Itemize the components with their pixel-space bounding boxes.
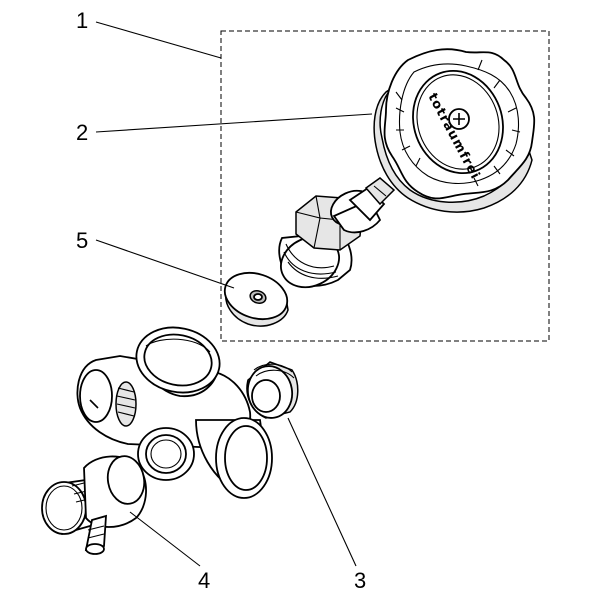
callout-number-2: 2: [76, 120, 88, 145]
handwheel-knob: totraumfrei: [373, 48, 536, 213]
leader-line-3: [287, 417, 357, 567]
valve-washer: [223, 271, 289, 327]
callout-number-3: 3: [354, 568, 366, 593]
callout-number-1: 1: [76, 8, 88, 33]
drain-connector: [41, 455, 147, 555]
leader-line-1: [95, 21, 222, 59]
end-plug: [246, 361, 299, 419]
callout-number-5: 5: [76, 228, 88, 253]
callout-number-4: 4: [198, 568, 210, 593]
assembly-boundary-box: [220, 30, 550, 342]
valve-cartridge: [278, 177, 396, 289]
leader-line-4: [129, 511, 201, 567]
valve-body: [76, 326, 273, 499]
leader-line-5: [95, 239, 235, 289]
leader-line-2: [95, 113, 373, 133]
